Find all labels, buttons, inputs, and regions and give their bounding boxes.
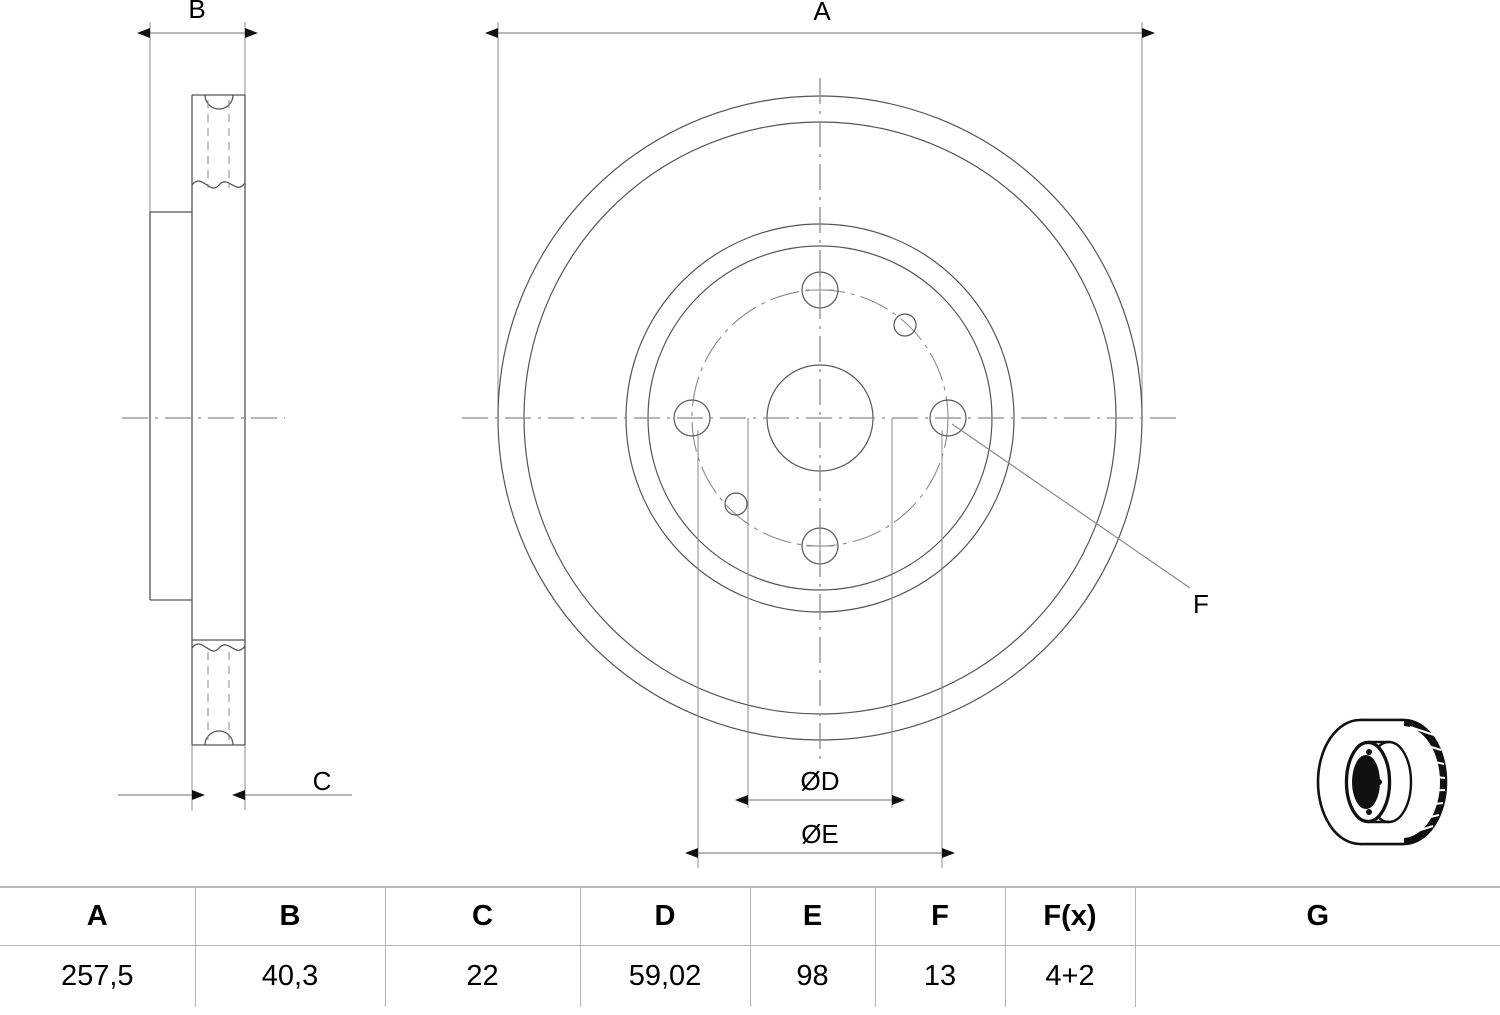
column-header-b: B — [194, 886, 385, 946]
column-header-d: D — [579, 886, 750, 946]
value-d: 59,02 — [579, 944, 750, 1007]
locating-hole — [724, 492, 748, 516]
dimension-label-c: C — [313, 766, 332, 796]
column-header-e: E — [749, 886, 875, 946]
value-fx: 4+2 — [1004, 944, 1135, 1007]
column-header-g: G — [1134, 886, 1500, 946]
bolt-hole — [929, 399, 967, 437]
value-f: 13 — [874, 944, 1005, 1007]
value-g — [1134, 944, 1500, 1007]
front-plan-view — [462, 22, 1191, 868]
value-c: 22 — [384, 944, 580, 1007]
column-header-c: C — [384, 886, 580, 946]
column-header-f: F — [874, 886, 1005, 946]
value-b: 40,3 — [194, 944, 385, 1007]
dimension-label-a: A — [813, 0, 831, 26]
column-header-a: A — [0, 886, 195, 946]
perspective-product-view — [1316, 718, 1448, 846]
table-header-row: A B C D E F F(x) G — [0, 886, 1500, 946]
value-a: 257,5 — [0, 944, 195, 1007]
specification-table: A B C D E F F(x) G 257,5 40,3 22 59,02 9… — [0, 886, 1500, 1007]
side-section-view — [118, 22, 352, 810]
table-value-row: 257,5 40,3 22 59,02 98 13 4+2 — [0, 944, 1500, 1007]
vent-slots — [1404, 720, 1446, 844]
dimension-label-b: B — [188, 0, 205, 24]
value-e: 98 — [749, 944, 875, 1007]
leader-line-f — [951, 423, 1191, 589]
dimension-label-e: ØE — [801, 819, 839, 849]
dimension-label-d: ØD — [801, 766, 840, 796]
dimension-label-f: F — [1193, 589, 1209, 619]
column-header-fx: F(x) — [1004, 886, 1135, 946]
locating-hole — [893, 313, 917, 337]
